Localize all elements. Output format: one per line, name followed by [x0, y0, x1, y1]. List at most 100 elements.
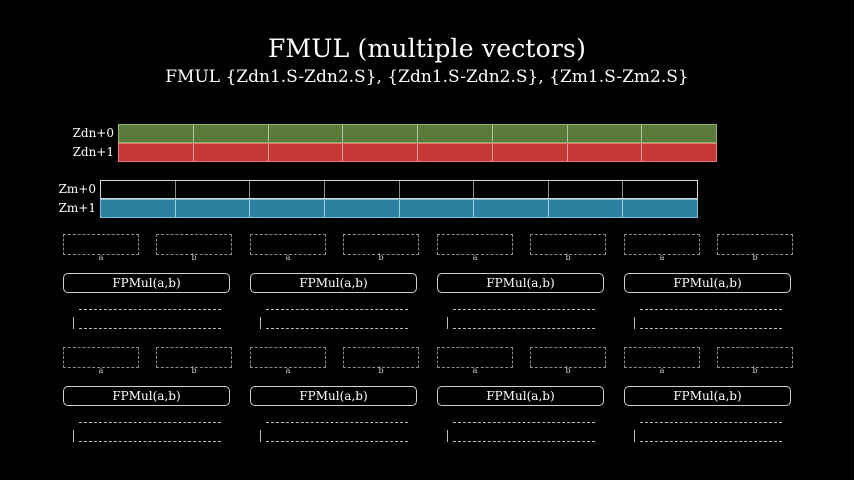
operand-a-label: a	[659, 253, 665, 262]
result-outline	[640, 422, 782, 423]
result-outline	[266, 328, 408, 329]
result-outline	[453, 441, 595, 442]
zm1-label: Zm+1	[58, 201, 96, 215]
result-outline	[79, 422, 221, 423]
zdn1-element	[642, 144, 716, 161]
zm1-element	[325, 200, 400, 217]
zdn0-register	[118, 124, 717, 143]
zm0-element	[623, 181, 697, 198]
operand-a-label: a	[98, 253, 104, 262]
fpmul-box: FPMul(a,b)	[437, 386, 604, 406]
zm0-element	[325, 181, 400, 198]
zm1-element	[101, 200, 176, 217]
zm0-element	[101, 181, 176, 198]
fpmul-box: FPMul(a,b)	[624, 386, 791, 406]
result-outline	[453, 309, 595, 310]
zm1-register	[100, 199, 698, 218]
zm1-element	[400, 200, 475, 217]
zdn1-element	[194, 144, 269, 161]
zdn0-element	[119, 125, 194, 142]
result-outline	[73, 430, 74, 442]
fpmul-box: FPMul(a,b)	[250, 273, 417, 293]
operand-b-slot	[156, 347, 232, 368]
zm0-element	[474, 181, 549, 198]
operand-a-label: a	[98, 366, 104, 375]
zdn0-label: Zdn+0	[72, 126, 114, 140]
fpmul-box: FPMul(a,b)	[250, 386, 417, 406]
operand-b-label: b	[752, 366, 758, 375]
zm0-label: Zm+0	[58, 182, 96, 196]
zm0-element	[400, 181, 475, 198]
operand-b-slot	[530, 347, 606, 368]
zdn1-label: Zdn+1	[72, 145, 114, 159]
operand-b-slot	[717, 347, 793, 368]
result-outline	[266, 309, 408, 310]
result-outline	[73, 317, 74, 329]
operand-b-label: b	[752, 253, 758, 262]
zdn0-element	[343, 125, 418, 142]
operand-b-label: b	[191, 366, 197, 375]
fpmul-box: FPMul(a,b)	[63, 273, 230, 293]
result-slot	[634, 309, 782, 329]
operand-b-label: b	[191, 253, 197, 262]
result-outline	[453, 422, 595, 423]
result-outline	[447, 430, 448, 442]
zm0-element	[549, 181, 624, 198]
zdn0-element	[194, 125, 269, 142]
result-slot	[634, 422, 782, 442]
operand-b-slot	[343, 347, 419, 368]
result-outline	[453, 328, 595, 329]
result-slot	[260, 422, 408, 442]
operand-b-slot	[717, 234, 793, 255]
zm0-element	[176, 181, 251, 198]
result-outline	[260, 317, 261, 329]
zdn1-element	[119, 144, 194, 161]
result-outline	[640, 328, 782, 329]
result-outline	[266, 441, 408, 442]
fpmul-box: FPMul(a,b)	[63, 386, 230, 406]
zm1-element	[250, 200, 325, 217]
operand-b-label: b	[378, 366, 384, 375]
operand-a-slot	[437, 347, 513, 368]
zm1-element	[623, 200, 697, 217]
operand-a-label: a	[659, 366, 665, 375]
zdn0-element	[568, 125, 643, 142]
result-outline	[79, 328, 221, 329]
operand-a-slot	[624, 234, 700, 255]
operand-a-slot	[624, 347, 700, 368]
zdn0-element	[642, 125, 716, 142]
operand-a-label: a	[285, 253, 291, 262]
zdn1-element	[418, 144, 493, 161]
result-slot	[73, 422, 221, 442]
zdn1-element	[343, 144, 418, 161]
operand-b-slot	[156, 234, 232, 255]
operand-a-label: a	[285, 366, 291, 375]
operand-a-slot	[63, 234, 139, 255]
operand-b-slot	[530, 234, 606, 255]
operand-a-label: a	[472, 366, 478, 375]
zm1-element	[549, 200, 624, 217]
zdn1-register	[118, 143, 717, 162]
operand-a-label: a	[472, 253, 478, 262]
zdn0-element	[269, 125, 344, 142]
result-outline	[447, 317, 448, 329]
result-outline	[640, 441, 782, 442]
result-outline	[634, 430, 635, 442]
result-outline	[79, 441, 221, 442]
result-outline	[79, 309, 221, 310]
zdn0-element	[418, 125, 493, 142]
operand-b-slot	[343, 234, 419, 255]
operand-b-label: b	[378, 253, 384, 262]
zdn1-element	[493, 144, 568, 161]
result-slot	[447, 309, 595, 329]
result-outline	[260, 430, 261, 442]
zdn1-element	[269, 144, 344, 161]
zm1-element	[474, 200, 549, 217]
result-outline	[634, 317, 635, 329]
operand-b-label: b	[565, 366, 571, 375]
zm0-register	[100, 180, 698, 199]
result-outline	[266, 422, 408, 423]
operand-a-slot	[250, 234, 326, 255]
operand-b-label: b	[565, 253, 571, 262]
zdn0-element	[493, 125, 568, 142]
